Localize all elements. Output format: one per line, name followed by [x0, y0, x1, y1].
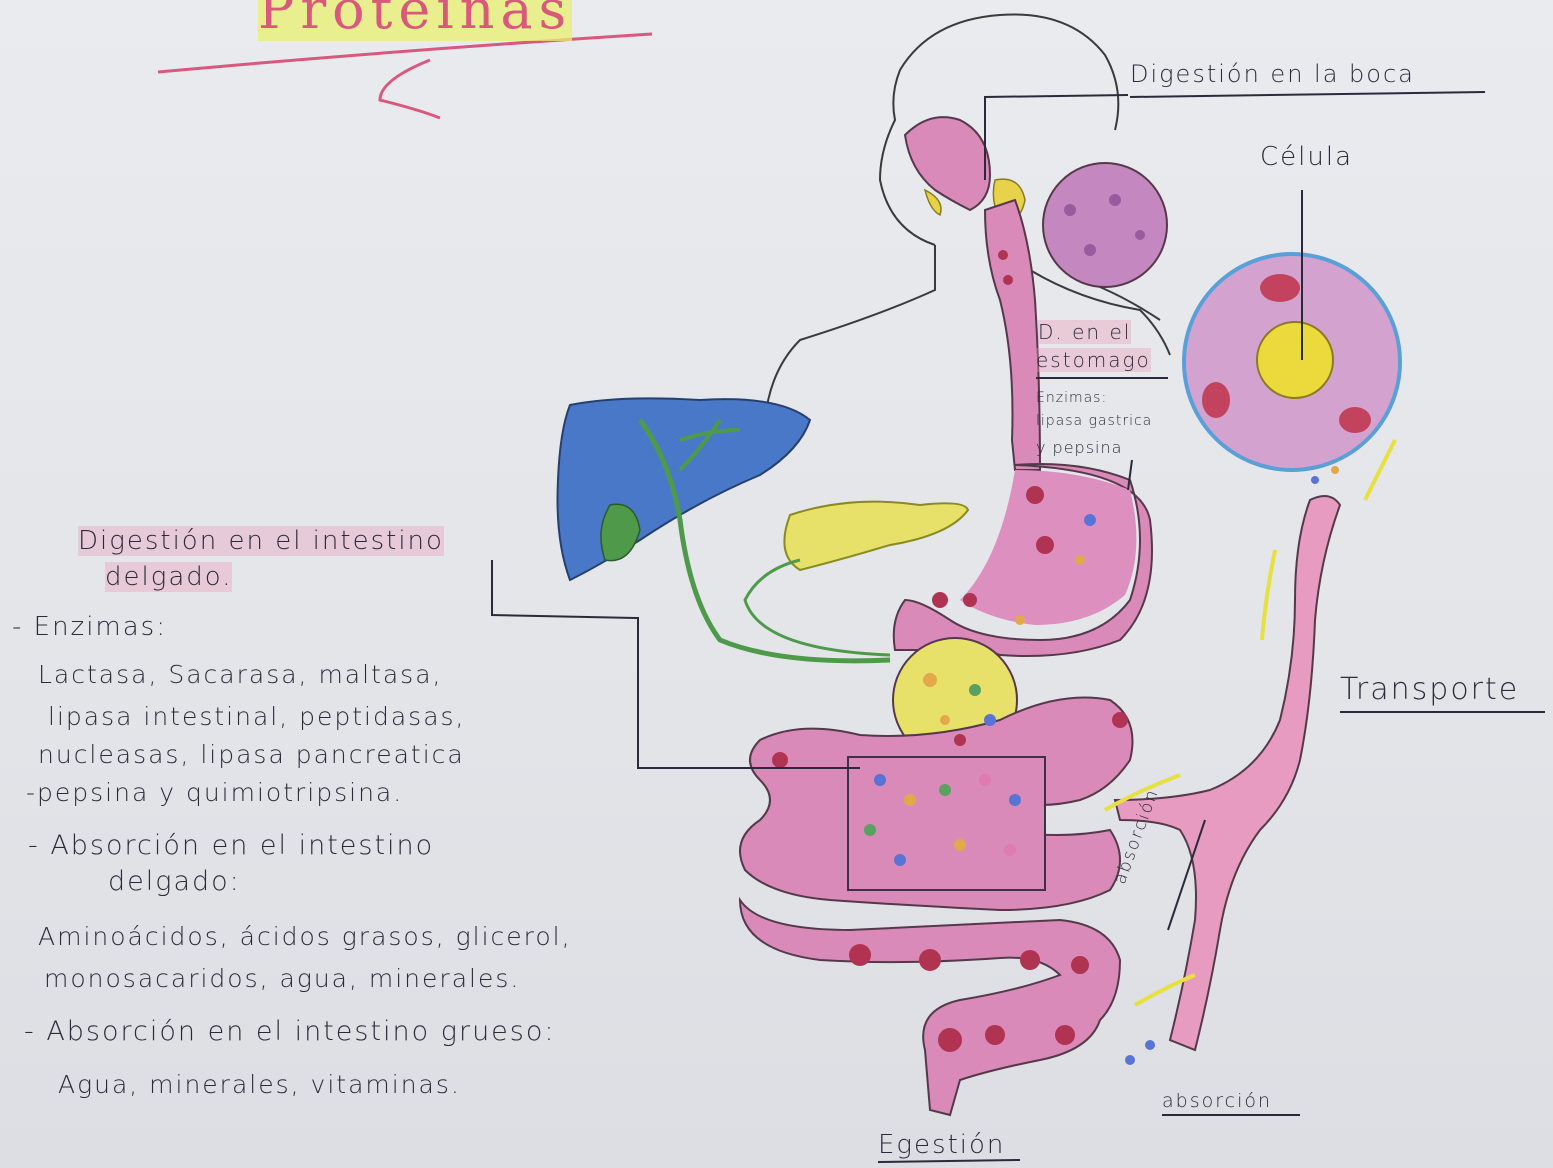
gallbladder — [601, 504, 640, 560]
label-absorption-bottom: absorción — [1162, 1090, 1272, 1112]
label-mouth-digestion: Digestión en la boca — [1130, 60, 1415, 88]
cell-nucleus — [1257, 322, 1333, 398]
mitochondrion-1 — [1260, 274, 1300, 302]
large-intestine — [740, 900, 1120, 1115]
note-enzymes-line-2: lipasa intestinal, peptidasas, — [48, 702, 466, 731]
tongue — [925, 190, 941, 215]
mouth-cavity — [905, 117, 990, 210]
pancreatic-duct — [745, 560, 890, 655]
mitochondrion-2 — [1202, 382, 1230, 418]
pancreas — [784, 502, 968, 570]
arrow-up-2 — [1365, 440, 1395, 500]
note-abs-large-line: Agua, minerales, vitaminas. — [58, 1070, 461, 1099]
arrow-up-1 — [1262, 550, 1275, 640]
note-enzymes-heading: - Enzimas: — [12, 612, 167, 642]
label-stomach-1: D. en el — [1038, 320, 1131, 344]
title-underline-swirl — [380, 60, 440, 118]
food-bolus — [1043, 163, 1167, 287]
mitochondrion-3 — [1339, 407, 1371, 433]
underline-egestion — [878, 1160, 1020, 1162]
label-stomach-enzymes-2: lipasa gastrica — [1036, 413, 1152, 429]
page-title: Proteinas — [258, 0, 572, 41]
note-enzymes-line-4: -pepsina y quimiotripsina. — [26, 778, 403, 807]
label-stomach-enzymes-1: Enzimas: — [1036, 390, 1107, 406]
note-abs-small-2: delgado: — [108, 866, 241, 897]
note-enzymes-line-1: Lactasa, Sacarasa, maltasa, — [38, 660, 442, 689]
note-small-intestine-title-2: delgado. — [105, 562, 232, 592]
label-cell: Célula — [1260, 142, 1353, 172]
label-egestion: Egestión — [878, 1130, 1005, 1160]
label-stomach-2: estomago — [1036, 348, 1151, 372]
underline-mouth — [1130, 92, 1485, 97]
note-enzymes-line-3: nucleasas, lipasa pancreatica — [38, 740, 465, 769]
label-stomach-enzymes-3: y pepsina — [1036, 438, 1122, 457]
note-abs-large: - Absorción en el intestino grueso: — [24, 1016, 555, 1047]
note-small-intestine-title-1: Digestión en el intestino — [78, 526, 444, 556]
esophagus — [985, 200, 1040, 470]
label-transport: Transporte — [1340, 672, 1519, 707]
note-abs-small-line-2: monosacaridos, agua, minerales. — [44, 964, 520, 993]
note-abs-small-line-1: Aminoácidos, ácidos grasos, glicerol, — [38, 922, 572, 951]
note-abs-small-1: - Absorción en el intestino — [28, 830, 434, 861]
